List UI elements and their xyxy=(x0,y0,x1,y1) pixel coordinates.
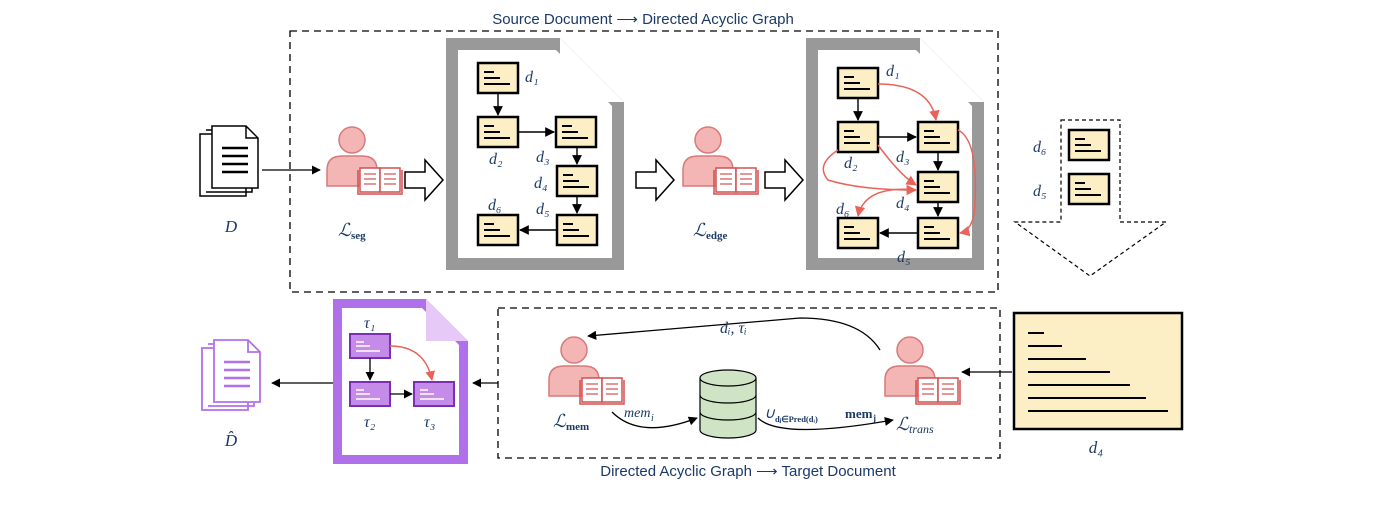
label-L-mem: ℒ xyxy=(553,411,567,431)
seg-node-d1: d₁ xyxy=(525,69,539,86)
target-document-icon xyxy=(200,338,262,412)
dag-node-d5: d₅ xyxy=(897,249,911,266)
memory-agent-icon xyxy=(548,336,625,405)
label-L-trans: ℒ xyxy=(896,414,910,434)
svg-text:mem: mem xyxy=(845,406,873,421)
label-L-seg: ℒ xyxy=(338,220,352,240)
label-di-ti: dᵢ, τᵢ xyxy=(720,320,747,337)
label-D-hat: D̂ xyxy=(224,431,238,450)
label-L-trans-sub: trans xyxy=(909,422,934,436)
hollow-arrow-3 xyxy=(764,159,804,201)
bottom-title: Directed Acyclic Graph ⟶ Target Document xyxy=(600,463,896,480)
hollow-arrow-1 xyxy=(404,159,444,201)
label-L-edge: ℒ xyxy=(693,220,707,240)
seg-node-d3: d₃ xyxy=(536,149,550,166)
seg-node-d6: d₆ xyxy=(488,197,502,214)
queue-node-d6: d₆ xyxy=(1033,139,1047,156)
dag-node-d1: d₁ xyxy=(886,63,900,80)
dag-node-d3: d₃ xyxy=(896,149,910,166)
dag-document xyxy=(806,38,984,270)
dag-node-d6: d₆ xyxy=(836,201,850,218)
node-queue-arrow xyxy=(1013,119,1168,277)
arrow-db-to-trans xyxy=(757,416,894,431)
out-node-t2: τ₂ xyxy=(364,414,376,431)
seg-node-d5: d₅ xyxy=(536,201,550,218)
hollow-arrow-2 xyxy=(635,159,675,201)
dag-node-d2: d₂ xyxy=(844,155,858,172)
label-L-edge-sub: edge xyxy=(706,230,728,242)
svg-text:∪: ∪ xyxy=(764,406,776,422)
svg-text:j: j xyxy=(872,413,876,423)
label-mem-i-sub: i xyxy=(651,413,654,424)
edge-agent-icon xyxy=(682,126,759,195)
dag-node-d4: d₄ xyxy=(896,195,910,212)
label-L-seg-sub: seg xyxy=(351,230,366,242)
seg-node-d4: d₄ xyxy=(534,175,548,192)
source-document-icon xyxy=(198,124,260,198)
segmenter-agent-icon xyxy=(326,126,403,195)
out-node-t3: τ₃ xyxy=(424,414,435,431)
seg-node-d2: d₂ xyxy=(489,151,503,168)
translator-agent-icon xyxy=(884,336,961,405)
label-mem-i: mem xyxy=(624,406,650,421)
svg-text:dⱼ∈Pred(dᵢ): dⱼ∈Pred(dᵢ) xyxy=(775,414,818,424)
arrow-trans-to-mem xyxy=(587,317,881,351)
label-D: D xyxy=(224,217,238,236)
arrow-mem-to-db xyxy=(611,411,698,429)
target-segment-d4 xyxy=(1012,311,1184,431)
top-stage-frame xyxy=(289,30,999,293)
segmented-document xyxy=(446,38,624,270)
memory-database-icon xyxy=(699,369,757,439)
out-node-t1: τ₁ xyxy=(364,315,375,332)
queue-node-d5: d₅ xyxy=(1033,183,1047,200)
label-d4-big: d₄ xyxy=(1089,438,1104,457)
output-document xyxy=(333,299,468,464)
top-title: Source Document ⟶ Directed Acyclic Graph xyxy=(492,11,794,28)
label-L-mem-sub: mem xyxy=(566,421,589,433)
label-union-pred: ∪ dⱼ∈Pred(dᵢ) mem j xyxy=(764,406,876,424)
